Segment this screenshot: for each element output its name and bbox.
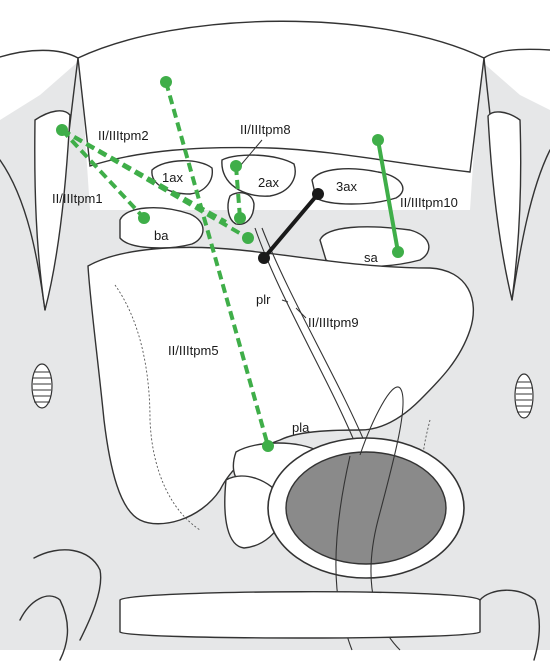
label-pla: pla xyxy=(292,420,310,435)
right-spiracle xyxy=(515,374,533,418)
label-3ax: 3ax xyxy=(336,179,357,194)
left-spiracle xyxy=(32,364,52,408)
label-tpm10: II/IIItpm10 xyxy=(400,195,458,210)
label-ba: ba xyxy=(154,228,169,243)
label-tpm1: II/IIItpm1 xyxy=(52,191,103,206)
coxa-cavity xyxy=(286,452,446,564)
label-1ax: 1ax xyxy=(162,170,183,185)
label-tpm8: II/IIItpm8 xyxy=(240,122,291,137)
label-tpm2: II/IIItpm2 xyxy=(98,128,149,143)
label-tpm9: II/IIItpm9 xyxy=(308,315,359,330)
label-2ax: 2ax xyxy=(258,175,279,190)
label-sa: sa xyxy=(364,250,379,265)
label-tpm5: II/IIItpm5 xyxy=(168,343,219,358)
sternal-bar xyxy=(120,592,480,638)
notum-plate xyxy=(78,21,484,172)
label-plr: plr xyxy=(256,292,271,307)
